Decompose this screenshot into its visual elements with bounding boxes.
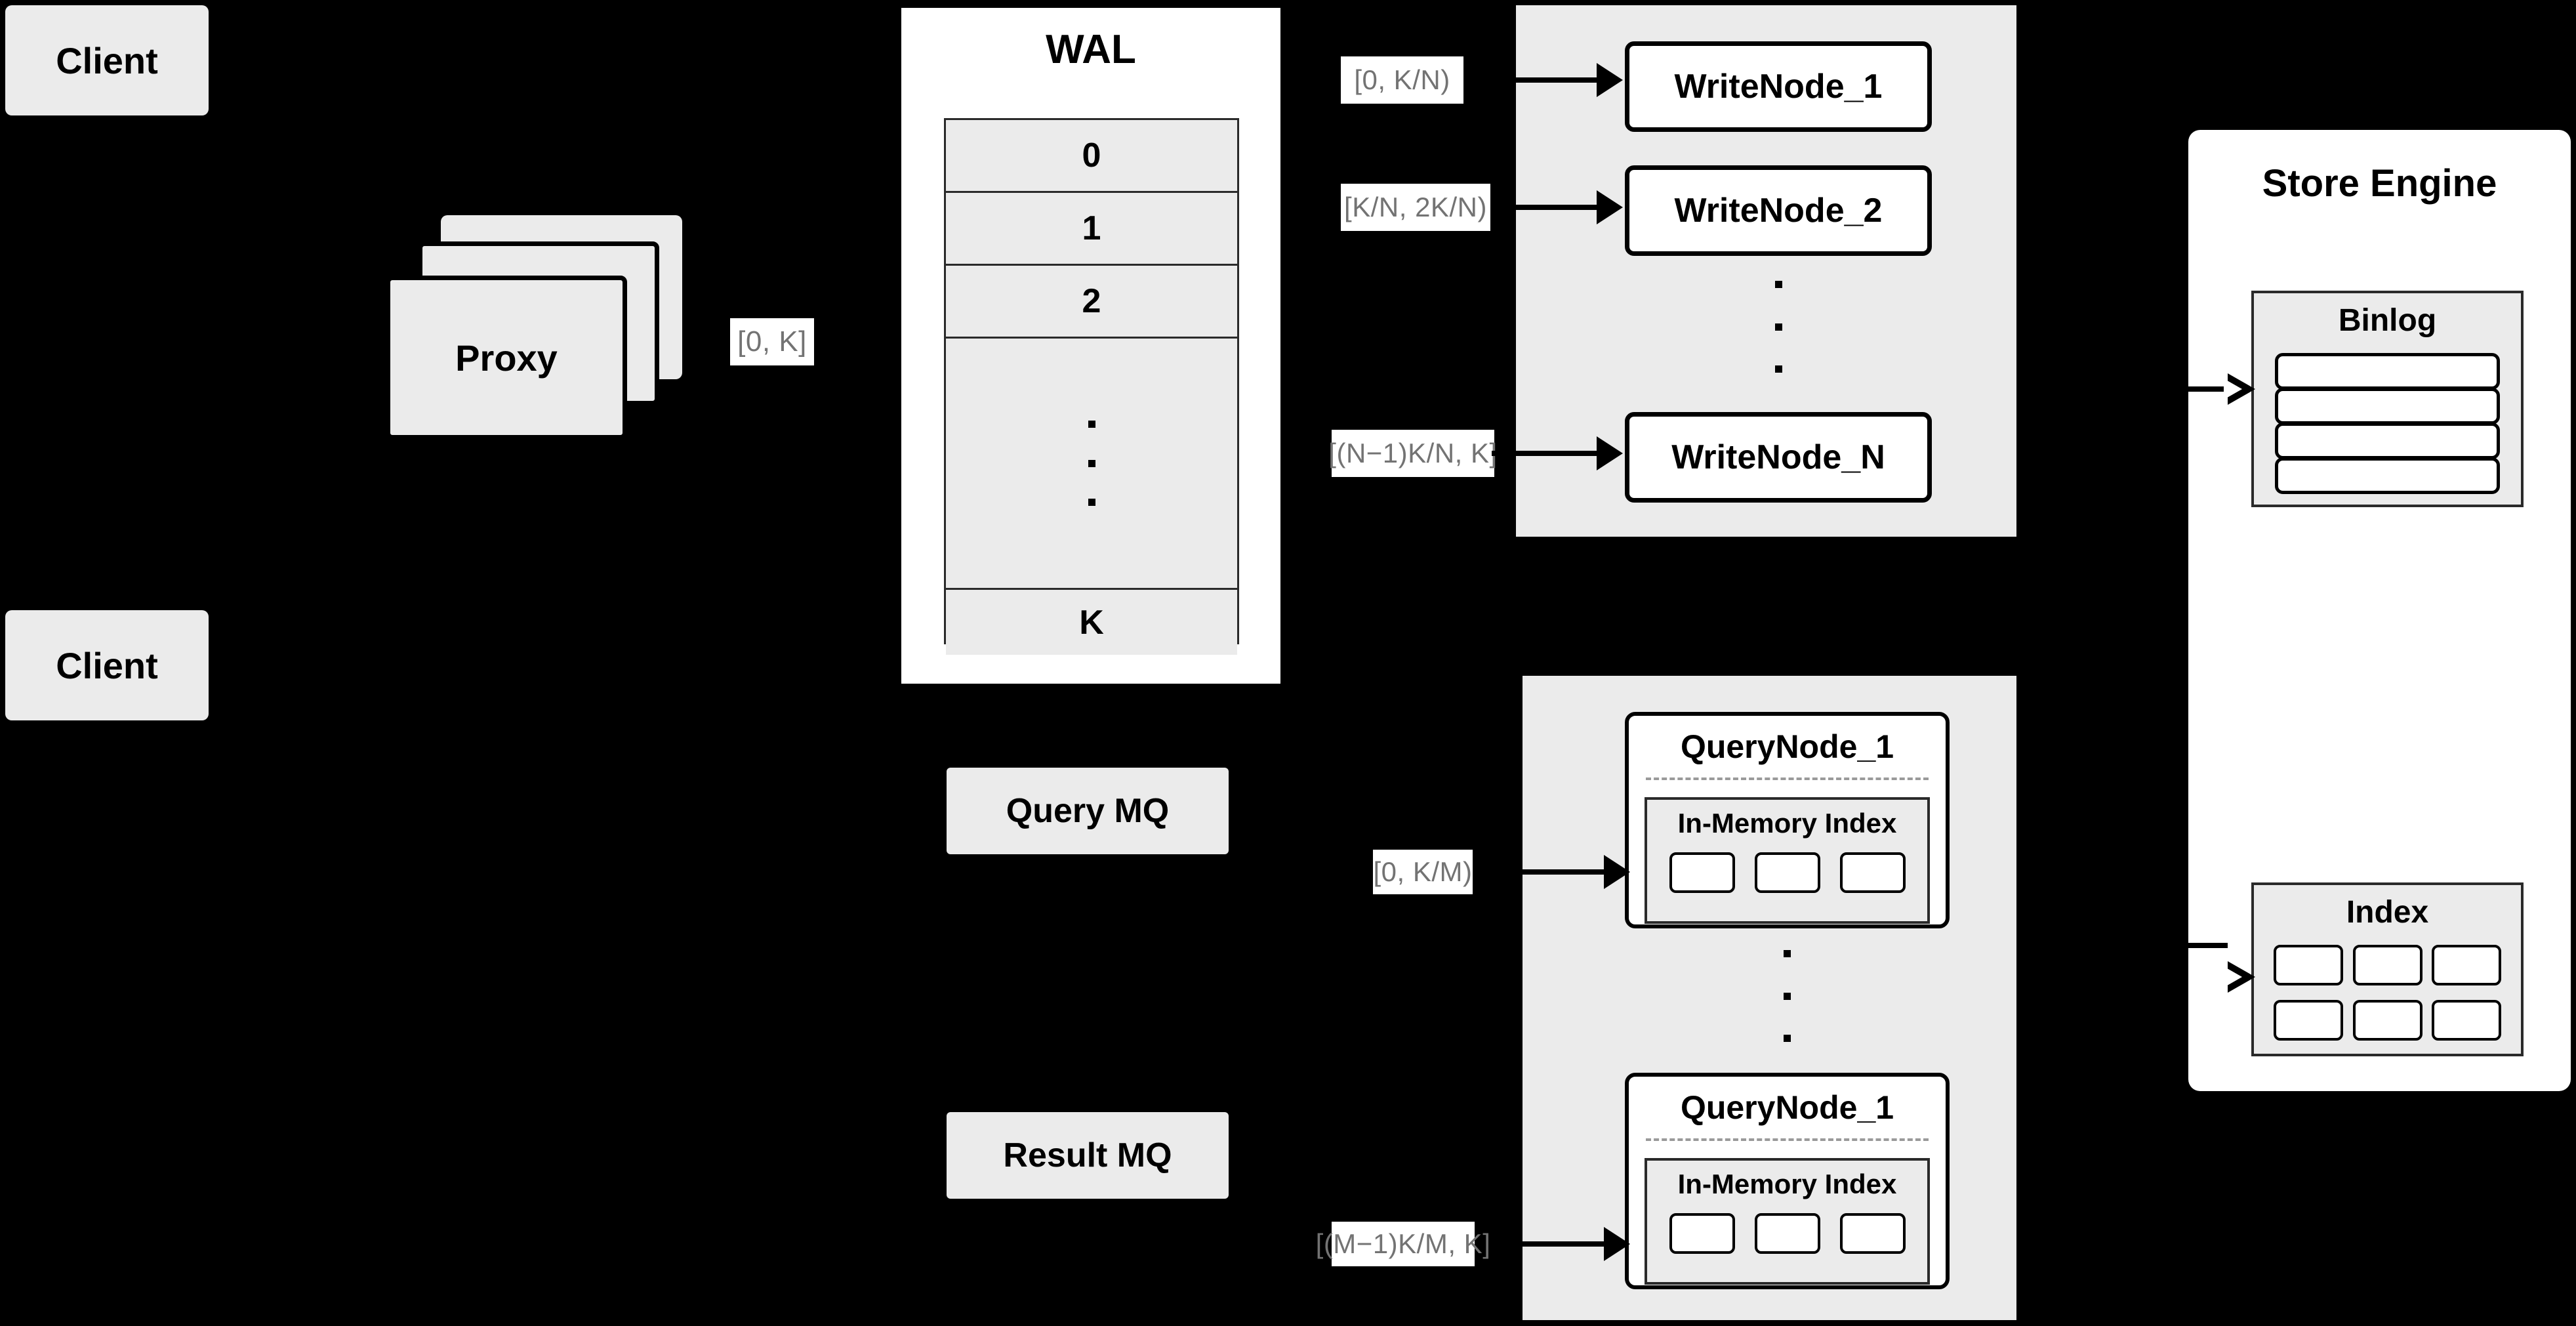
edge-label-write-node-n: [(N−1)K/N, K] [1328,430,1497,477]
binlog-row[interactable] [2275,423,2500,459]
wal-entry-table: 0 1 2 K [944,118,1239,655]
index-row [2274,945,2501,985]
index-cell[interactable] [2352,945,2423,985]
index-row [2274,1000,2501,1041]
query-mq-label: Query MQ [1006,792,1170,830]
edge-label-write-node-1: [0, K/N) [1341,56,1463,104]
edge-label-write-node-2-text: [K/N, 2K/N) [1344,192,1487,222]
binlog-row[interactable] [2275,353,2500,390]
arrow-to-write-node-1 [1492,77,1597,83]
edge-label-query-node-1-text: [0, K/M) [1373,856,1473,887]
query-node-m[interactable]: QueryNode_1 In-Memory Index [1625,1073,1950,1289]
wal-panel: WAL 0 1 2 K [897,4,1284,688]
index-cell[interactable] [2274,1000,2343,1041]
write-cluster-vertical-dots-icon [1774,281,1782,373]
result-mq-node[interactable]: Result MQ [947,1112,1229,1199]
binlog-row[interactable] [2275,388,2500,425]
index-cell[interactable] [2432,945,2501,985]
wal-row[interactable]: K [946,590,1237,655]
in-memory-index-cell[interactable] [1839,1213,1906,1254]
write-cluster-region: WriteNode_1 WriteNode_2 WriteNode_N [1516,5,2016,537]
edge-label-query-node-m-text: [(M−1)K/M, K] [1315,1228,1491,1259]
store-engine-panel: Store Engine Binlog Index [2188,130,2571,1091]
query-node-m-title: QueryNode_1 [1680,1089,1894,1126]
query-cluster-vertical-dots-icon [1783,950,1791,1042]
arrow-to-binlog [2188,386,2228,392]
query-mq-node[interactable]: Query MQ [947,768,1229,854]
wal-row[interactable]: 0 [946,120,1237,193]
edge-label-query-node-m: [(M−1)K/M, K] [1316,1222,1490,1266]
client-node-1[interactable]: Client [5,5,209,115]
query-cluster-region: QueryNode_1 In-Memory Index QueryNode_1 … [1523,676,2016,1320]
write-node-2-label: WriteNode_2 [1674,192,1883,230]
binlog-panel: Binlog [2251,291,2524,507]
query-node-1[interactable]: QueryNode_1 In-Memory Index [1625,712,1950,928]
in-memory-index-cell[interactable] [1754,852,1820,893]
store-engine-title: Store Engine [2262,162,2497,205]
arrow-to-index [2188,943,2228,948]
arrow-head-query-node-m-icon [1604,1227,1630,1261]
arrow-head-query-node-1-icon [1604,855,1630,889]
wal-title: WAL [1046,27,1136,72]
index-panel: Index [2251,882,2524,1056]
in-memory-index-cell[interactable] [1669,1213,1735,1254]
query-node-m-divider [1646,1138,1929,1141]
arrow-head-write-node-1-icon [1597,63,1623,97]
arrow-to-query-node-m [1499,1241,1604,1247]
arrow-head-binlog-icon [2224,373,2255,405]
arrow-head-write-node-2-icon [1597,190,1623,224]
edge-label-query-node-1: [0, K/M) [1373,850,1473,894]
write-node-1-label: WriteNode_1 [1674,68,1883,106]
client-node-1-label: Client [56,39,158,81]
wal-row[interactable]: 2 [946,266,1237,339]
arrow-head-write-node-n-icon [1597,436,1623,470]
index-cell[interactable] [2352,1000,2423,1041]
wal-row-label: 1 [1082,209,1101,247]
in-memory-index-title-2: In-Memory Index [1677,1169,1897,1199]
query-node-1-title: QueryNode_1 [1680,728,1894,765]
wal-row-label: 0 [1082,136,1101,175]
in-memory-index-panel-2: In-Memory Index [1645,1158,1930,1285]
edge-label-write-node-1-text: [0, K/N) [1354,64,1450,95]
write-node-n[interactable]: WriteNode_N [1625,412,1932,503]
arrow-to-query-node-1 [1499,869,1604,875]
index-title: Index [2346,895,2429,930]
write-node-2[interactable]: WriteNode_2 [1625,165,1932,256]
result-mq-label: Result MQ [1003,1136,1172,1174]
in-memory-index-cell[interactable] [1754,1213,1820,1254]
arrow-to-write-node-2 [1492,205,1597,210]
edge-label-write-node-n-text: [(N−1)K/N, K] [1328,438,1498,468]
binlog-row[interactable] [2275,457,2500,494]
in-memory-index-cell[interactable] [1669,852,1735,893]
edge-label-write-node-2: [K/N, 2K/N) [1341,184,1490,231]
write-node-1[interactable]: WriteNode_1 [1625,41,1932,132]
client-node-2-label: Client [56,644,158,686]
index-cell[interactable] [2274,945,2343,985]
in-memory-index-cell[interactable] [1839,852,1906,893]
in-memory-index-title-1: In-Memory Index [1677,808,1897,839]
proxy-node[interactable]: Proxy [386,276,627,440]
arrow-to-write-node-n [1492,451,1597,456]
client-node-2[interactable]: Client [5,610,209,720]
wal-row-label: K [1079,603,1104,642]
wal-row-label: 2 [1082,282,1101,320]
wal-vertical-dots-icon [1088,421,1095,506]
edge-label-proxy-to-wal: [0, K] [730,318,814,365]
binlog-title: Binlog [2338,303,2437,338]
in-memory-index-panel-1: In-Memory Index [1645,797,1930,924]
proxy-node-label: Proxy [455,337,558,379]
wal-row[interactable]: 1 [946,193,1237,266]
write-node-n-label: WriteNode_N [1671,438,1885,476]
index-cell[interactable] [2432,1000,2501,1041]
edge-label-proxy-to-wal-text: [0, K] [737,325,807,358]
query-node-1-divider [1646,777,1929,780]
arrow-head-index-icon [2224,961,2255,993]
wal-row-ellipsis [946,339,1237,590]
